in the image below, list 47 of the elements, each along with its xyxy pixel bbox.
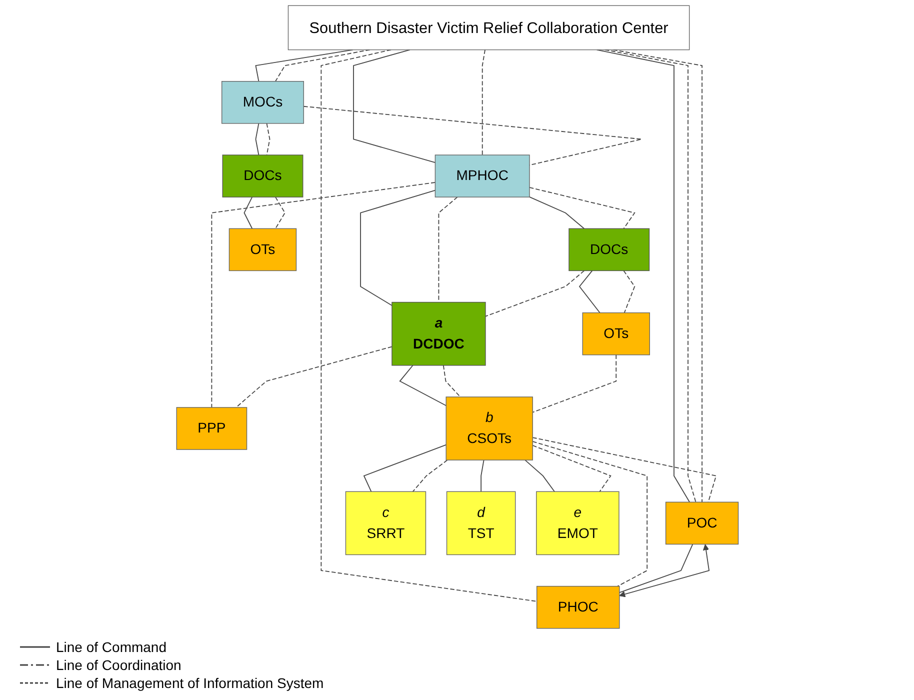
node-box: POC <box>665 502 738 545</box>
connector <box>398 364 446 406</box>
connector <box>235 346 392 408</box>
connector <box>481 49 486 156</box>
node-box: OTs <box>582 312 650 356</box>
connector <box>352 49 436 164</box>
connector <box>622 270 635 314</box>
node-box: a DCDOC <box>391 302 486 366</box>
connector <box>254 49 353 82</box>
node-box: MPHOC <box>434 154 530 198</box>
connector <box>532 437 716 503</box>
connector <box>532 444 611 492</box>
node-box: c SRRT <box>344 491 426 556</box>
node-box: Southern Disaster Victim Relief Collaboration Center <box>287 5 690 50</box>
connector <box>254 123 259 156</box>
connector <box>484 270 584 317</box>
connector <box>524 460 555 492</box>
node-box: DOCs <box>568 228 650 272</box>
connector <box>532 354 616 413</box>
legend-text: Line of Coordination <box>56 656 182 674</box>
connector <box>438 196 458 303</box>
node-box: MOCs <box>221 81 304 124</box>
node-box: OTs <box>228 228 296 272</box>
connector <box>210 182 436 408</box>
connector <box>362 444 446 492</box>
connector <box>442 364 460 398</box>
connector <box>243 196 252 230</box>
node-box: b CSOTs <box>445 396 533 460</box>
arrow <box>618 544 710 598</box>
connector <box>274 49 370 82</box>
connector <box>528 196 584 230</box>
connector <box>360 190 436 306</box>
connector <box>618 544 693 593</box>
connector <box>266 123 270 156</box>
node-box: d TST <box>446 491 516 556</box>
node-box: PPP <box>176 407 247 450</box>
connector <box>412 460 448 492</box>
connector <box>480 460 484 492</box>
connector <box>302 106 642 166</box>
legend-text: Line of Command <box>56 638 167 656</box>
connector <box>532 441 648 587</box>
connector <box>320 49 537 602</box>
legend-text: Line of Management of Information System <box>56 674 324 692</box>
node-box: DOCs <box>222 154 303 198</box>
node-box: e EMOT <box>536 491 619 556</box>
connector <box>528 186 635 230</box>
node-box: PHOC <box>536 586 620 629</box>
